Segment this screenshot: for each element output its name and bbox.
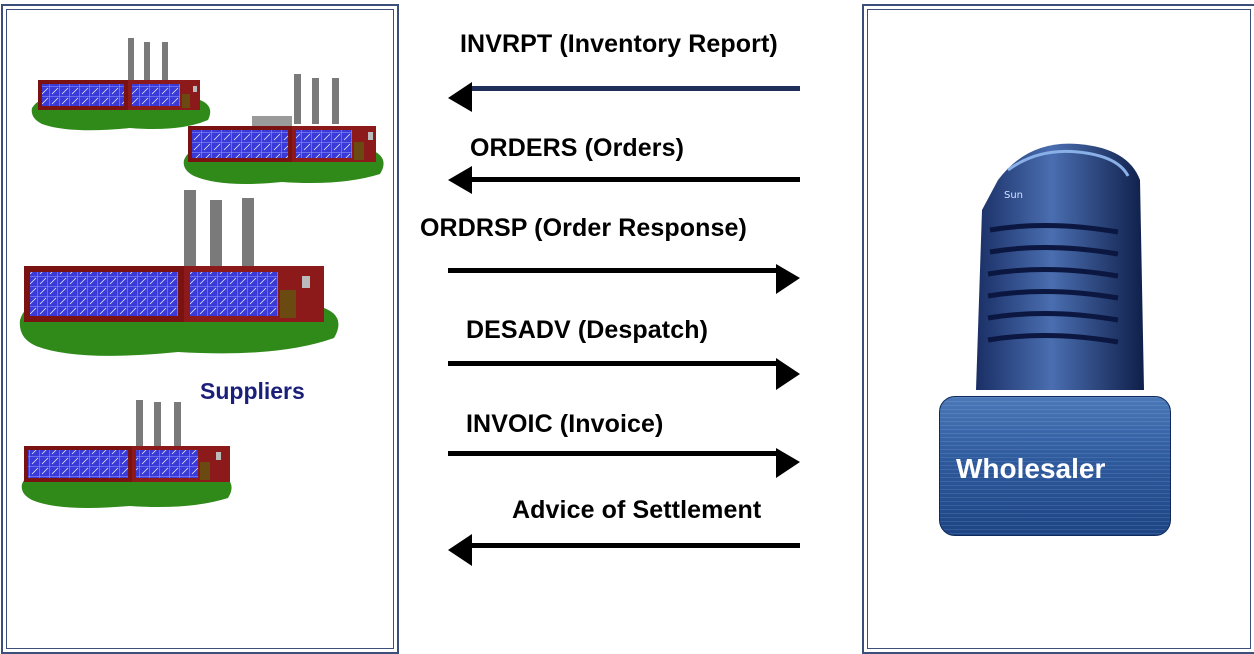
message-label-ordrsp: ORDRSP (Order Response) [420, 214, 747, 242]
arrow-left-invrpt [448, 82, 800, 112]
factory-icon [19, 190, 339, 356]
message-label-invoic: INVOIC (Invoice) [466, 410, 664, 438]
factory-icon [183, 74, 384, 184]
factory-icon [21, 400, 232, 508]
arrow-left-settlement [448, 534, 800, 566]
suppliers-label: Suppliers [200, 378, 305, 404]
arrow-right-desadv [448, 358, 800, 390]
message-label-settlement: Advice of Settlement [512, 496, 762, 524]
wholesaler-box: Wholesaler [939, 396, 1171, 536]
message-label-desadv: DESADV (Despatch) [466, 316, 709, 344]
factory-icon [31, 38, 211, 131]
server-icon: Sun [976, 143, 1144, 390]
arrow-left-orders [448, 166, 800, 194]
message-label-orders: ORDERS (Orders) [470, 134, 685, 162]
arrow-right-invoic [448, 448, 800, 478]
svg-text:Sun: Sun [1004, 190, 1023, 201]
arrow-right-ordrsp [448, 264, 800, 294]
wholesaler-label: Wholesaler [956, 453, 1106, 484]
message-label-invrpt: INVRPT (Inventory Report) [460, 30, 778, 58]
